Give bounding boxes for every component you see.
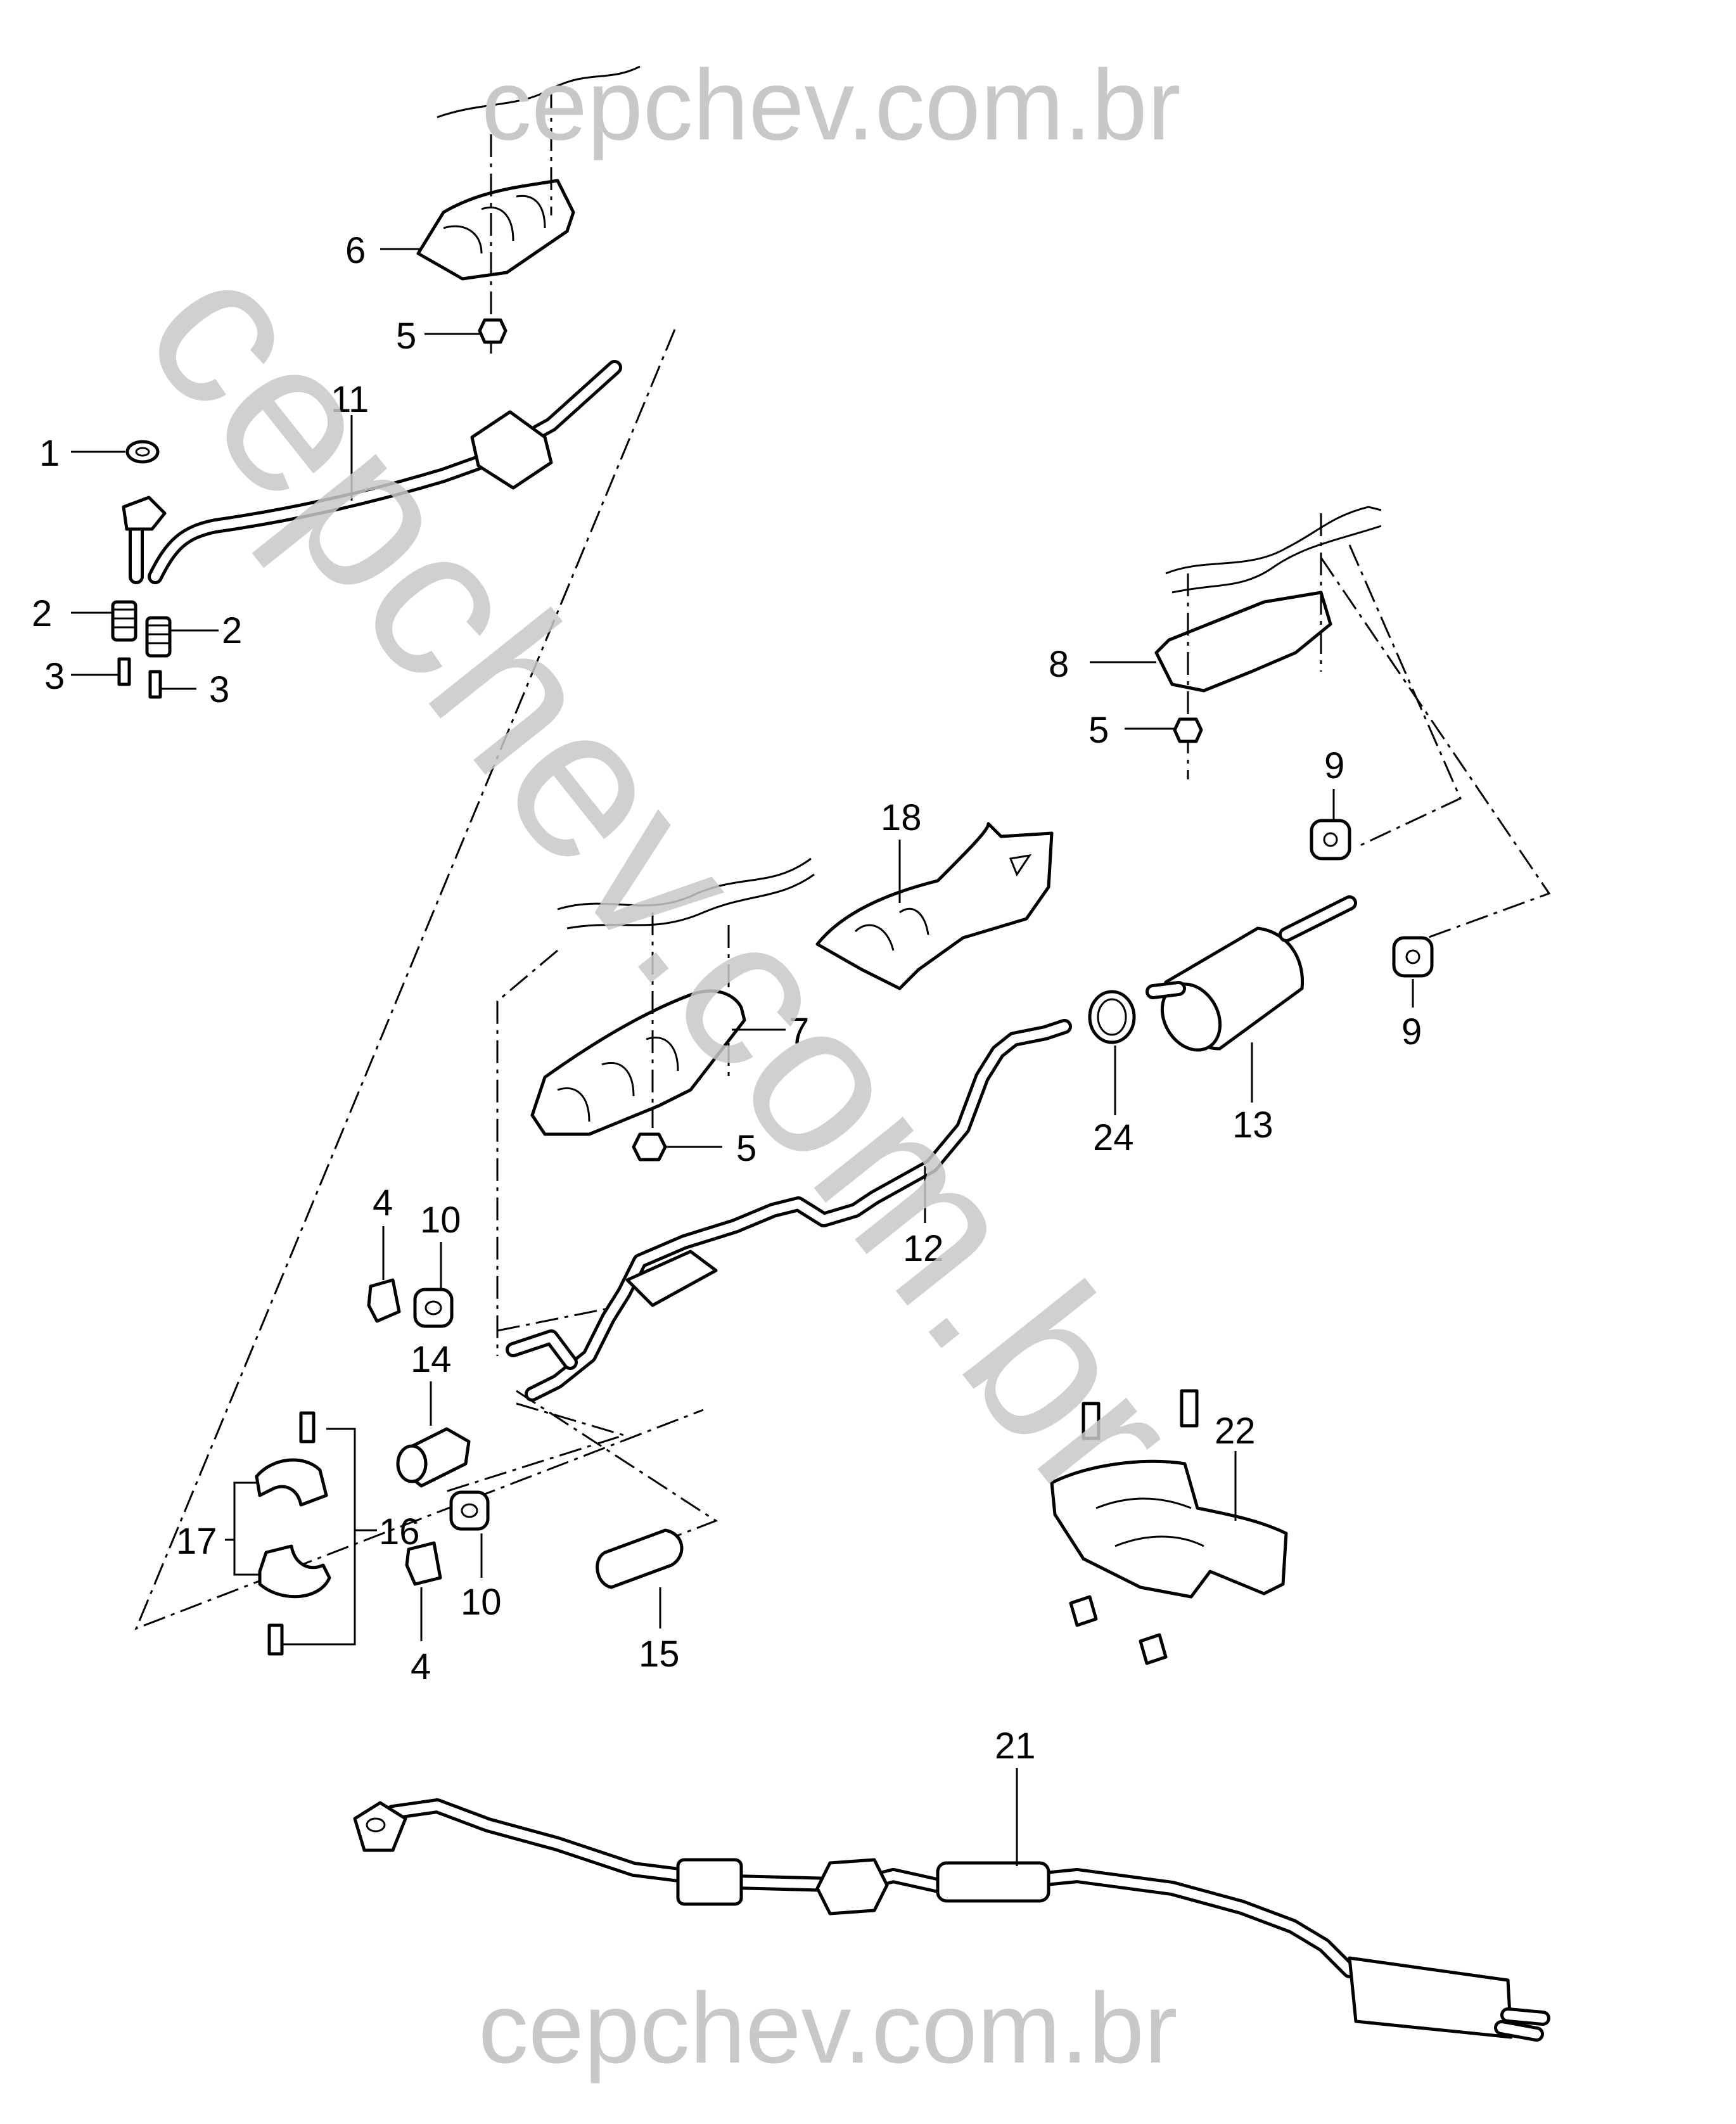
bracket-17-bottom <box>258 1544 331 1599</box>
callout-9-bottom: 9 <box>1401 1011 1422 1052</box>
clamp-14 <box>396 1427 471 1488</box>
nut-5-middle <box>632 1132 667 1161</box>
callout-4-bottom: 4 <box>411 1646 431 1687</box>
hanger-guide-left <box>496 949 625 1356</box>
heat-shield-8 <box>1154 513 1332 779</box>
heat-shield-18 <box>727 822 1054 1077</box>
callout-11: 11 <box>331 379 369 420</box>
exhaust-assembly-21 <box>353 1798 1550 2042</box>
hanger-10-bottom <box>449 1490 490 1531</box>
muffler-13 <box>1146 895 1357 1052</box>
nut-5-top <box>478 318 507 344</box>
clip-22-top-left <box>1082 1402 1101 1440</box>
callout-10-bottom: 10 <box>461 1582 502 1623</box>
gasket-1 <box>125 440 160 464</box>
front-pipe-11 <box>122 360 622 584</box>
callout-2-right: 2 <box>222 610 242 651</box>
callout-14: 14 <box>411 1339 452 1380</box>
callout-1: 1 <box>39 433 60 474</box>
callout-3-right: 3 <box>209 669 229 710</box>
callout-4-top: 4 <box>373 1182 393 1224</box>
spring-2a <box>111 600 137 642</box>
callout-21: 21 <box>995 1725 1036 1767</box>
callout-13: 13 <box>1232 1104 1273 1146</box>
callout-22: 22 <box>1215 1411 1256 1452</box>
hanger-9-bottom <box>1392 936 1434 978</box>
nut-5-right <box>1173 717 1203 743</box>
heat-shield-7 <box>530 912 746 1136</box>
floor-line-right-2 <box>1171 525 1382 594</box>
guide-15 <box>516 1390 718 1554</box>
clip-22-bottom-left <box>1069 1595 1098 1627</box>
intermediate-pipe-12 <box>506 1019 1072 1402</box>
leader-lines <box>71 248 1414 1866</box>
callout-10-top: 10 <box>420 1200 461 1241</box>
bracket-17-top <box>255 1458 328 1507</box>
callout-2-left: 2 <box>32 593 52 634</box>
clip-4-bottom <box>405 1541 442 1586</box>
callout-6: 6 <box>345 230 366 271</box>
bolt-16-top <box>299 1411 316 1443</box>
callout-labels: 1 2 2 3 3 6 5 11 8 5 9 9 18 7 5 13 24 12… <box>32 230 1422 1767</box>
callout-3-left: 3 <box>44 656 65 697</box>
callout-16: 16 <box>379 1511 420 1552</box>
bolt-3b <box>148 670 162 699</box>
floor-line-middle <box>557 857 812 911</box>
callout-5-right: 5 <box>1088 710 1109 751</box>
floor-line-right <box>1165 506 1382 575</box>
callout-24: 24 <box>1093 1117 1134 1158</box>
callout-18: 18 <box>881 797 922 838</box>
hanger-10-top <box>413 1288 454 1328</box>
assembly-outline <box>134 329 704 1630</box>
callout-15: 15 <box>639 1634 680 1675</box>
bolt-16-bottom <box>267 1623 284 1656</box>
clamp-24 <box>1088 990 1136 1044</box>
watermark-bottom: cepchev.com.br <box>478 1973 1178 2084</box>
heat-shield-22 <box>1050 1459 1288 1599</box>
callout-17: 17 <box>176 1521 217 1562</box>
floor-line-middle-2 <box>566 873 815 930</box>
callout-5-top: 5 <box>396 316 416 357</box>
clip-4-top <box>367 1278 401 1323</box>
bolt-3a <box>117 657 131 686</box>
heat-shield-6 <box>416 89 575 355</box>
hanger-9-top <box>1310 819 1351 860</box>
callout-5-middle: 5 <box>736 1128 756 1169</box>
hanger-guide-right <box>1320 544 1551 945</box>
clip-22-top-right <box>1180 1389 1199 1428</box>
clip-22-bottom-right <box>1139 1633 1168 1665</box>
sleeve-15 <box>596 1528 684 1589</box>
guide-14 <box>443 1402 628 1494</box>
watermark-diagonal: cepchev.com.br <box>99 215 1225 1543</box>
callout-9-top: 9 <box>1324 745 1344 786</box>
callout-8: 8 <box>1049 644 1069 685</box>
spring-2b <box>145 616 172 658</box>
callout-12: 12 <box>903 1228 944 1269</box>
callout-7: 7 <box>789 1011 809 1052</box>
watermark-top: cepchev.com.br <box>482 49 1181 161</box>
